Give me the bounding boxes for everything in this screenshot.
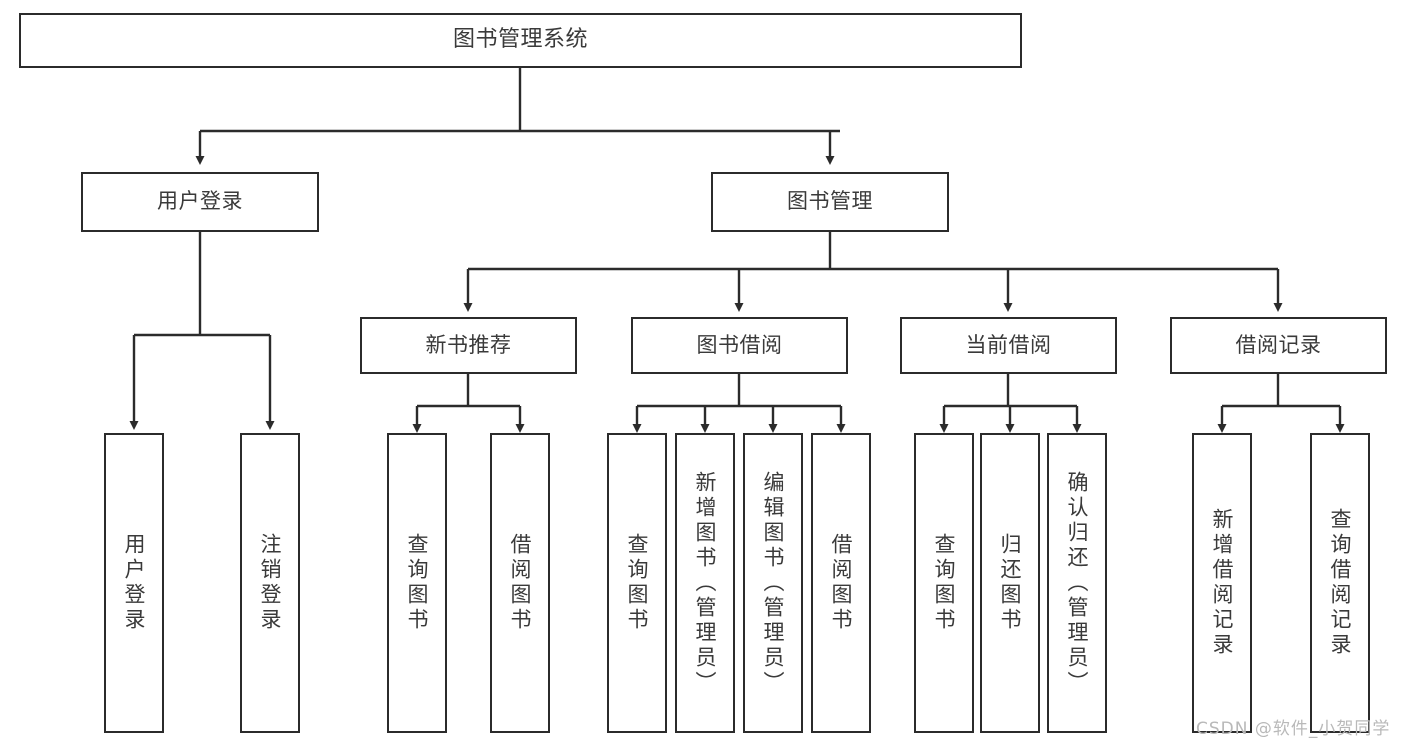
node-root[interactable]: 图书管理系统	[19, 13, 1022, 68]
node-book-manage[interactable]: 图书管理	[711, 172, 949, 232]
node-leaf-query-book-2[interactable]: 查询图书	[607, 433, 667, 733]
node-leaf-borrow-book-2[interactable]: 借阅图书	[811, 433, 871, 733]
node-leaf-add-record[interactable]: 新增借阅记录	[1192, 433, 1252, 733]
node-leaf-borrow-book-1[interactable]: 借阅图书	[490, 433, 550, 733]
node-leaf-add-book[interactable]: 新增图书（管理员）	[675, 433, 735, 733]
node-leaf-edit-book[interactable]: 编辑图书（管理员）	[743, 433, 803, 733]
node-borrow-record[interactable]: 借阅记录	[1170, 317, 1387, 374]
node-leaf-return-book[interactable]: 归还图书	[980, 433, 1040, 733]
node-user-login[interactable]: 用户登录	[81, 172, 319, 232]
node-leaf-query-record[interactable]: 查询借阅记录	[1310, 433, 1370, 733]
node-new-book-rec[interactable]: 新书推荐	[360, 317, 577, 374]
csdn-watermark: CSDN @软件_小贺同学	[1196, 719, 1391, 739]
node-leaf-logout[interactable]: 注销登录	[240, 433, 300, 733]
node-leaf-query-book-1[interactable]: 查询图书	[387, 433, 447, 733]
node-leaf-confirm-return[interactable]: 确认归还（管理员）	[1047, 433, 1107, 733]
node-current-borrow[interactable]: 当前借阅	[900, 317, 1117, 374]
node-leaf-user-login[interactable]: 用户登录	[104, 433, 164, 733]
node-leaf-query-book-3[interactable]: 查询图书	[914, 433, 974, 733]
node-book-borrow[interactable]: 图书借阅	[631, 317, 848, 374]
